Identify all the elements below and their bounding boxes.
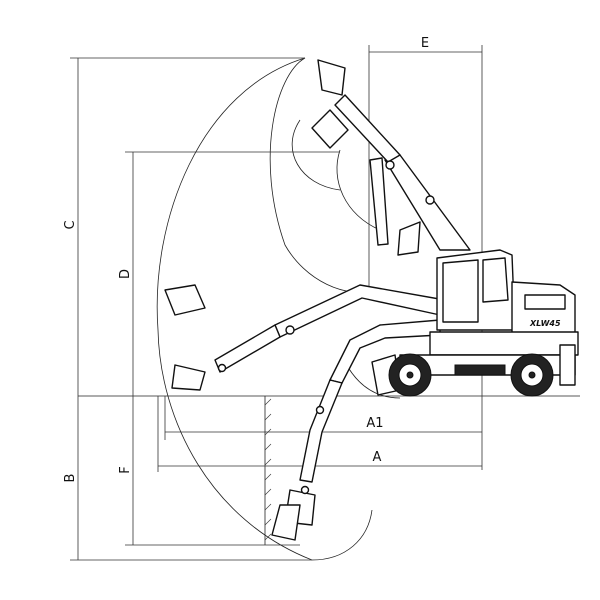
dimension-lines [70, 45, 483, 561]
trench-hatching [264, 398, 272, 541]
upper-swing-arc [269, 57, 381, 293]
label-b: B [63, 474, 78, 483]
boom-position-digging [271, 319, 441, 541]
dimension-labels: C B D F E A1 A [63, 36, 429, 482]
label-e: E [421, 36, 429, 51]
inner-reach-arc [311, 509, 373, 561]
label-a: A [373, 450, 382, 465]
mid-bucket-arc [336, 149, 381, 231]
front-wheel [388, 353, 432, 397]
ground-reference [78, 395, 580, 545]
label-d: D [118, 269, 133, 279]
max-reach-arc [156, 57, 313, 561]
cab-window [442, 259, 479, 323]
label-c: C [63, 220, 78, 229]
rear-outrigger [559, 344, 576, 386]
excavator-machine: XLW45 [371, 249, 579, 397]
axle-housing [454, 364, 506, 376]
label-f: F [118, 466, 133, 473]
engine-vent [524, 294, 566, 310]
chassis [429, 331, 579, 356]
high-bucket-arc [291, 119, 341, 191]
boom-position-highest [311, 59, 471, 256]
model-badge: XLW45 [529, 319, 561, 328]
label-a1: A1 [366, 416, 383, 431]
rear-wheel [510, 353, 554, 397]
cab-door-window [482, 257, 509, 303]
